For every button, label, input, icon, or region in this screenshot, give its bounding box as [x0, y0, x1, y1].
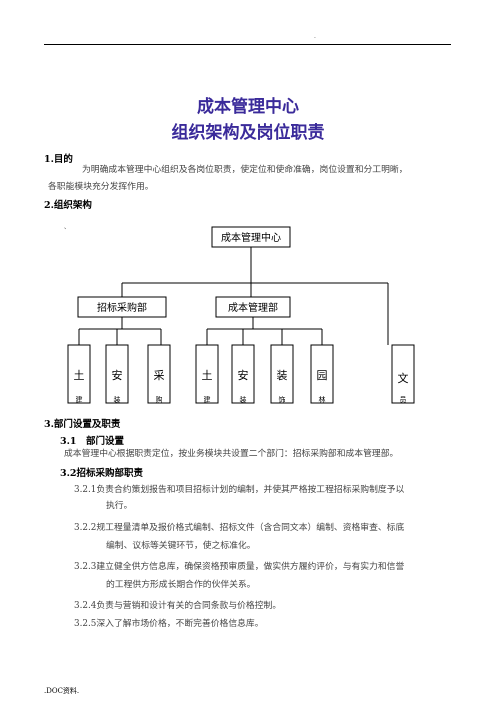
- duty-item-5: 3.2.5深入了解市场价格，不断完善价格信息库。: [74, 619, 264, 629]
- header-rule: [44, 44, 451, 45]
- org-leaf-7-top: 园: [317, 369, 328, 382]
- duty-item-3-line1: 3.2.3建立健全供方信息库，确保资格预审质量，做实供方履约评价，与有实力和信誉: [74, 562, 405, 572]
- org-leaf-2: [105, 344, 129, 404]
- org-leaf-2-bottom: 装: [114, 395, 121, 404]
- org-leaf-1-top: 土: [74, 369, 85, 382]
- org-leaf-8-top: 文: [398, 371, 409, 385]
- org-leaf-2-top: 安: [112, 368, 123, 382]
- duty-item-4: 3.2.4负责与营销和设计有关的合同条款与价格控制。: [74, 601, 282, 611]
- page-subtitle: 组织架构及岗位职责: [171, 123, 325, 143]
- duty-item-3-line2: 的工程供方形成长期合作的伙伴关系。: [106, 580, 256, 590]
- org-node-dept-2-label: 成本管理部: [228, 301, 278, 314]
- org-leaf-8-bottom: 员: [400, 396, 407, 404]
- org-chart: 成本管理中心 招标采购部 成本管理部 土 建 安 装 采 购 土 建 安 装 装…: [67, 226, 415, 404]
- org-leaf-5: [231, 344, 255, 404]
- section-3-heading: 3.部门设置及职责: [44, 419, 121, 430]
- duty-item-2-line1: 3.2.2规工程量清单及报价格式编制、招标文件（含合同文本）编制、资格审查、标底: [74, 523, 405, 533]
- org-leaf-1: [67, 344, 91, 404]
- section-3-1-body: 成本管理中心根据职责定位，按业务模块共设置二个部门：招标采购部和成本管理部。: [64, 449, 399, 459]
- org-leaf-8: [391, 344, 415, 404]
- section-1-heading: 1.目的: [44, 154, 73, 165]
- duty-item-2-line2: 编制、议标等关键环节，使之标准化。: [106, 541, 256, 551]
- duty-item-1-line2: 执行。: [106, 501, 133, 511]
- org-node-root-label: 成本管理中心: [221, 231, 281, 244]
- org-leaf-6: [270, 344, 294, 404]
- section-3-2-heading: 3.2招标采购部职责: [60, 468, 144, 479]
- section-1-body-line1: 为明确成本管理中心组织及各岗位职责，使定位和使命准确，岗位设置和分工明晰，: [82, 165, 408, 175]
- footer-text: .DOC资料.: [44, 687, 80, 695]
- org-leaf-4-bottom: 建: [204, 395, 211, 404]
- org-leaf-3-top: 采: [154, 369, 165, 382]
- org-leaf-6-bottom: 饰: [279, 395, 286, 404]
- org-leaf-5-top: 安: [238, 368, 249, 382]
- org-leaf-7-bottom: 林: [319, 395, 326, 404]
- org-leaf-4: [195, 344, 219, 404]
- header-mark: .: [314, 33, 316, 40]
- org-leaf-3-bottom: 购: [156, 395, 163, 404]
- section-1-body-line2: 各职能模块充分发挥作用。: [48, 182, 154, 192]
- org-leaf-3: [147, 344, 171, 404]
- org-leaf-1-bottom: 建: [76, 395, 83, 404]
- org-leaf-4-top: 土: [202, 369, 213, 382]
- org-leaf-6-top: 装: [277, 369, 288, 382]
- org-node-dept-1-label: 招标采购部: [97, 301, 147, 314]
- org-leaf-5-bottom: 装: [240, 395, 247, 404]
- section-2-heading: 2.组织架构: [44, 200, 92, 211]
- section-3-1-heading: 3.1 部门设置: [60, 436, 125, 447]
- org-leaf-7: [310, 344, 334, 404]
- stray-mark: 、: [64, 224, 71, 231]
- duty-item-1-line1: 3.2.1负责合约策划报告和项目招标计划的编制，并使其严格按工程招标采购制度予以: [74, 485, 405, 495]
- page-title: 成本管理中心: [197, 97, 299, 117]
